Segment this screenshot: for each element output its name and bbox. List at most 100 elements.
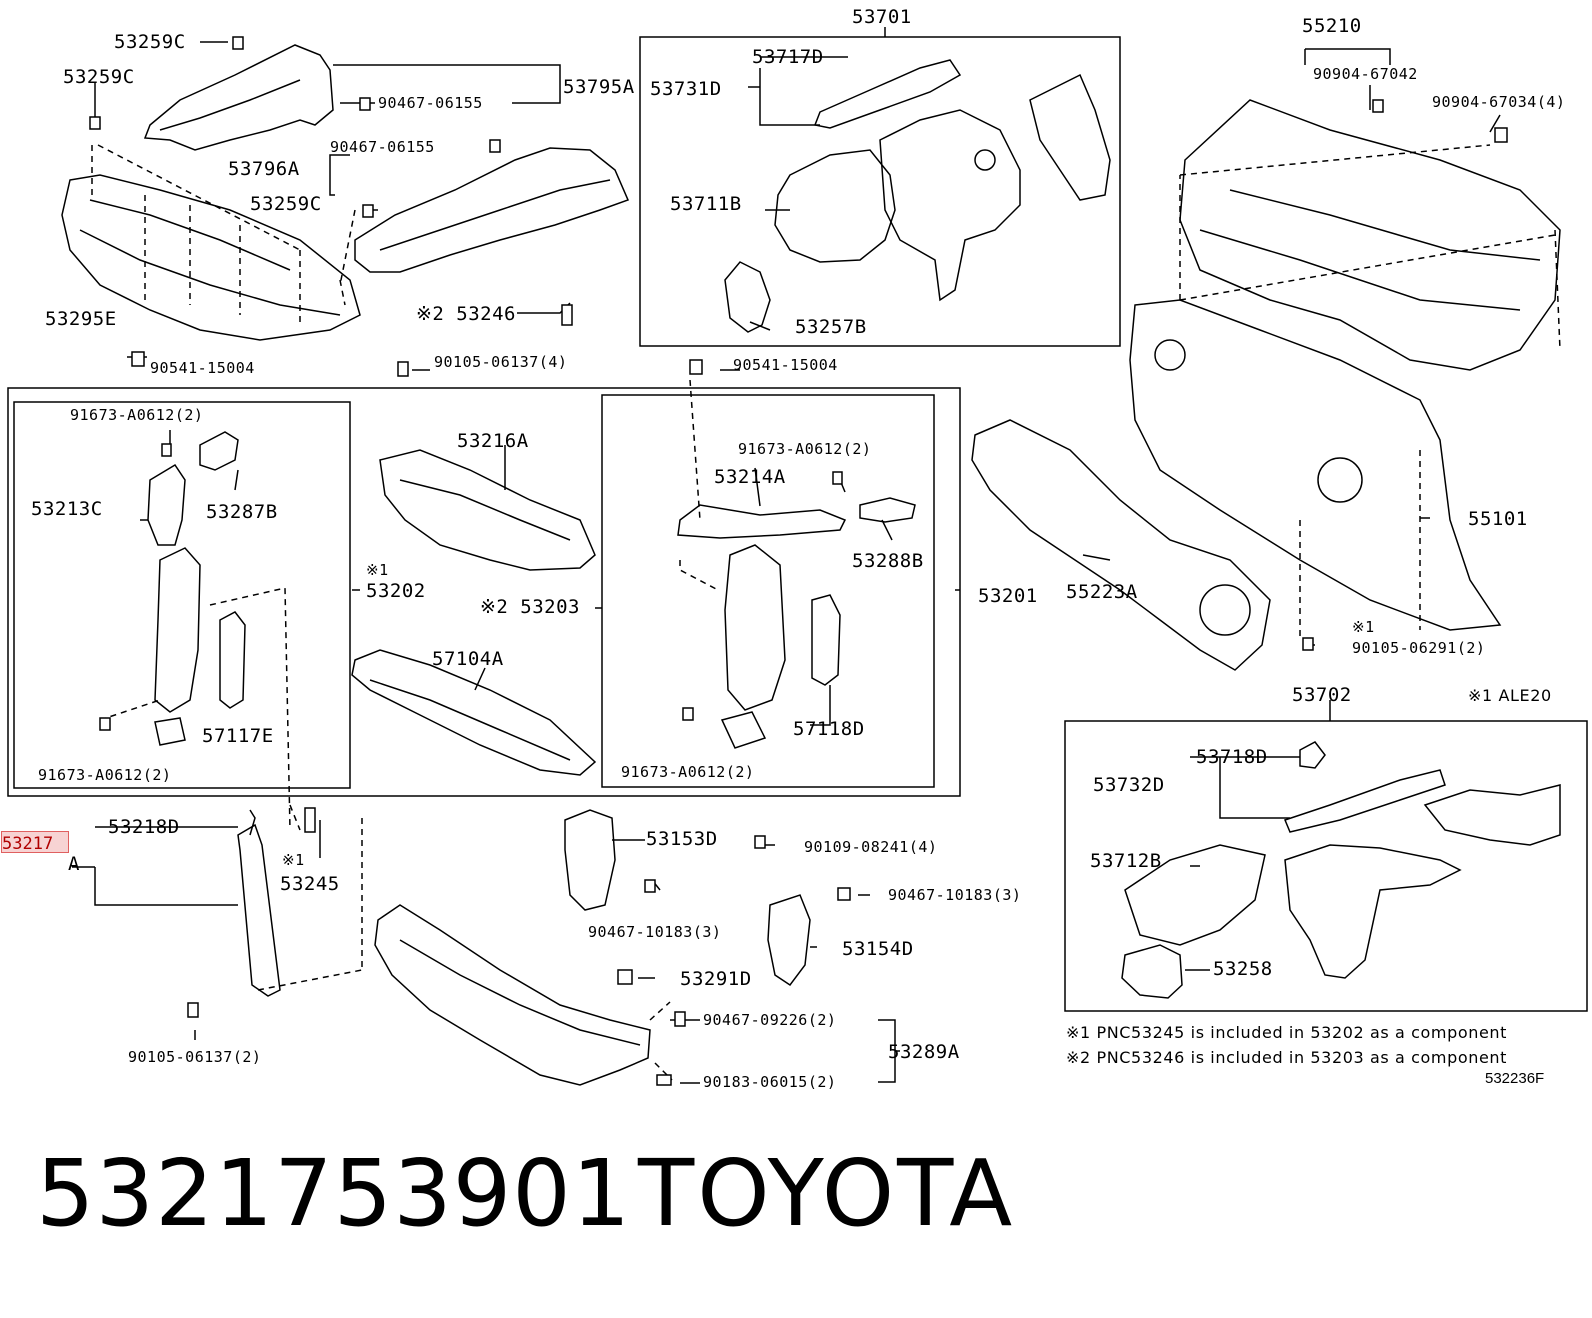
label-53201: 53201 — [978, 585, 1038, 607]
part-57117e-shape — [219, 611, 246, 709]
part-53218d-shape — [237, 823, 281, 997]
diagram-code: 532236F — [1485, 1070, 1545, 1087]
bolt-90105-06137-a — [397, 361, 409, 377]
bolt-91673-a0612-d — [682, 707, 694, 721]
part-57104a-shape — [351, 649, 597, 776]
label-53258: 53258 — [1213, 958, 1273, 980]
nut-90541-15004-a — [131, 351, 145, 367]
label-90105-06137-4: 90105-06137(4) — [434, 353, 568, 371]
bolt-90105-06291 — [1302, 637, 1314, 651]
label-53718d: 53718D — [1196, 746, 1268, 768]
label-53217a-suffix: A — [68, 853, 80, 875]
bolt-90105-06137-b — [187, 1002, 199, 1018]
part-wheelhouse-right-shape — [1423, 784, 1561, 846]
label-53202-mark: ※1 — [366, 561, 389, 579]
highlighted-part-53217[interactable]: 53217 — [1, 831, 69, 854]
label-91673-a0612-c: 91673-A0612(2) — [738, 440, 872, 458]
group-box-53702 — [1064, 720, 1588, 1012]
clip-53259c-a — [232, 36, 244, 50]
label-57104a: 57104A — [432, 648, 504, 670]
part-side-support-left-shape — [154, 547, 201, 713]
label-53216a: 53216A — [457, 430, 529, 452]
label-90467-10183-b: 90467-10183(3) — [888, 886, 1022, 904]
label-55223a: 55223A — [1066, 581, 1138, 603]
part-53258-shape — [1121, 944, 1183, 999]
label-90105-06291: 90105-06291(2) — [1352, 639, 1486, 657]
label-53203: ※2 53203 — [480, 596, 580, 618]
clip-90467-10183-b — [837, 887, 851, 901]
label-53246: ※2 53246 — [416, 303, 516, 325]
label-53259c-c: 53259C — [250, 193, 322, 215]
bolt-91673-a0612-c — [832, 471, 843, 485]
part-inner-apron-shape — [879, 109, 1021, 302]
label-53795a: 53795A — [563, 76, 635, 98]
clip-90183-06015 — [656, 1074, 672, 1086]
label-90183-06015: 90183-06015(2) — [703, 1073, 837, 1091]
label-90105-06137-2: 90105-06137(2) — [128, 1048, 262, 1066]
label-53259c-a: 53259C — [114, 31, 186, 53]
part-55210-shape — [1179, 99, 1561, 371]
part-53153d-shape — [564, 809, 616, 911]
clip-90904-67034 — [1494, 127, 1508, 143]
group-box-53203 — [601, 394, 935, 788]
label-91673-a0612-a: 91673-A0612(2) — [70, 406, 204, 424]
part-seal-small-right-shape — [720, 711, 767, 749]
clip-53259c-c — [362, 204, 374, 218]
label-53202: 53202 — [366, 580, 426, 602]
label-53295e: 53295E — [45, 308, 117, 330]
label-53712b: 53712B — [1090, 850, 1162, 872]
part-55101-shape — [1129, 299, 1502, 631]
label-90467-09226: 90467-09226(2) — [703, 1011, 837, 1029]
label-57117e: 57117E — [202, 725, 274, 747]
label-53701: 53701 — [852, 6, 912, 28]
label-53288b: 53288B — [852, 550, 924, 572]
bolt-90467-06155-b — [489, 139, 501, 153]
footer-part-number: 5321753901 — [36, 1140, 632, 1247]
clip-53259c-b — [89, 116, 101, 130]
label-53711b: 53711B — [670, 193, 742, 215]
part-53213c-shape — [147, 463, 186, 546]
label-53702: 53702 — [1292, 684, 1352, 706]
label-90541-15004-b: 90541-15004 — [733, 356, 838, 374]
label-53257b: 53257B — [795, 316, 867, 338]
label-53153d: 53153D — [646, 828, 718, 850]
bracket-53245 — [304, 807, 316, 833]
label-53287b: 53287B — [206, 501, 278, 523]
part-53718d-shape — [1299, 741, 1326, 769]
label-57118d: 57118D — [793, 718, 865, 740]
part-53711b-shape — [774, 149, 896, 263]
label-53245-mark: ※1 — [282, 851, 305, 869]
part-53257b-shape — [724, 261, 771, 333]
label-53259c-b: 53259C — [63, 66, 135, 88]
clip-53246 — [561, 304, 573, 326]
part-53796a-shape — [354, 147, 630, 273]
part-53712b-shape — [1124, 844, 1266, 946]
footer-brand: TOYOTA — [638, 1140, 1016, 1247]
part-inner-panel-53702-shape — [1284, 844, 1462, 979]
part-53289a-shape — [374, 904, 651, 1086]
label-53717d: 53717D — [752, 46, 824, 68]
label-53291d: 53291D — [680, 968, 752, 990]
part-53795a-shape — [143, 44, 334, 151]
label-53796a: 53796A — [228, 158, 300, 180]
part-seal-small-shape — [154, 717, 186, 746]
label-90467-10183-a: 90467-10183(3) — [588, 923, 722, 941]
label-91673-a0612-d: 91673-A0612(2) — [621, 763, 755, 781]
label-90904-67034: 90904-67034(4) — [1432, 93, 1566, 111]
bolt-91673-a0612-a — [161, 443, 172, 457]
group-box-53202 — [13, 401, 351, 789]
label-53732d: 53732D — [1093, 774, 1165, 796]
part-53287b-shape — [199, 431, 239, 471]
part-bracket-right-shape — [1029, 73, 1111, 201]
part-53154d-shape — [767, 894, 811, 987]
clip-90904-67042 — [1372, 99, 1384, 113]
part-53732d-shape — [1283, 769, 1446, 833]
footnote-2: ※2 PNC53246 is included in 53203 as a co… — [1066, 1048, 1508, 1067]
label-53731d: 53731D — [650, 78, 722, 100]
label-ale20: ※1 ALE20 — [1468, 686, 1552, 705]
label-53218d: 53218D — [108, 816, 180, 838]
label-53154d: 53154D — [842, 938, 914, 960]
part-55223a-shape — [971, 419, 1271, 671]
